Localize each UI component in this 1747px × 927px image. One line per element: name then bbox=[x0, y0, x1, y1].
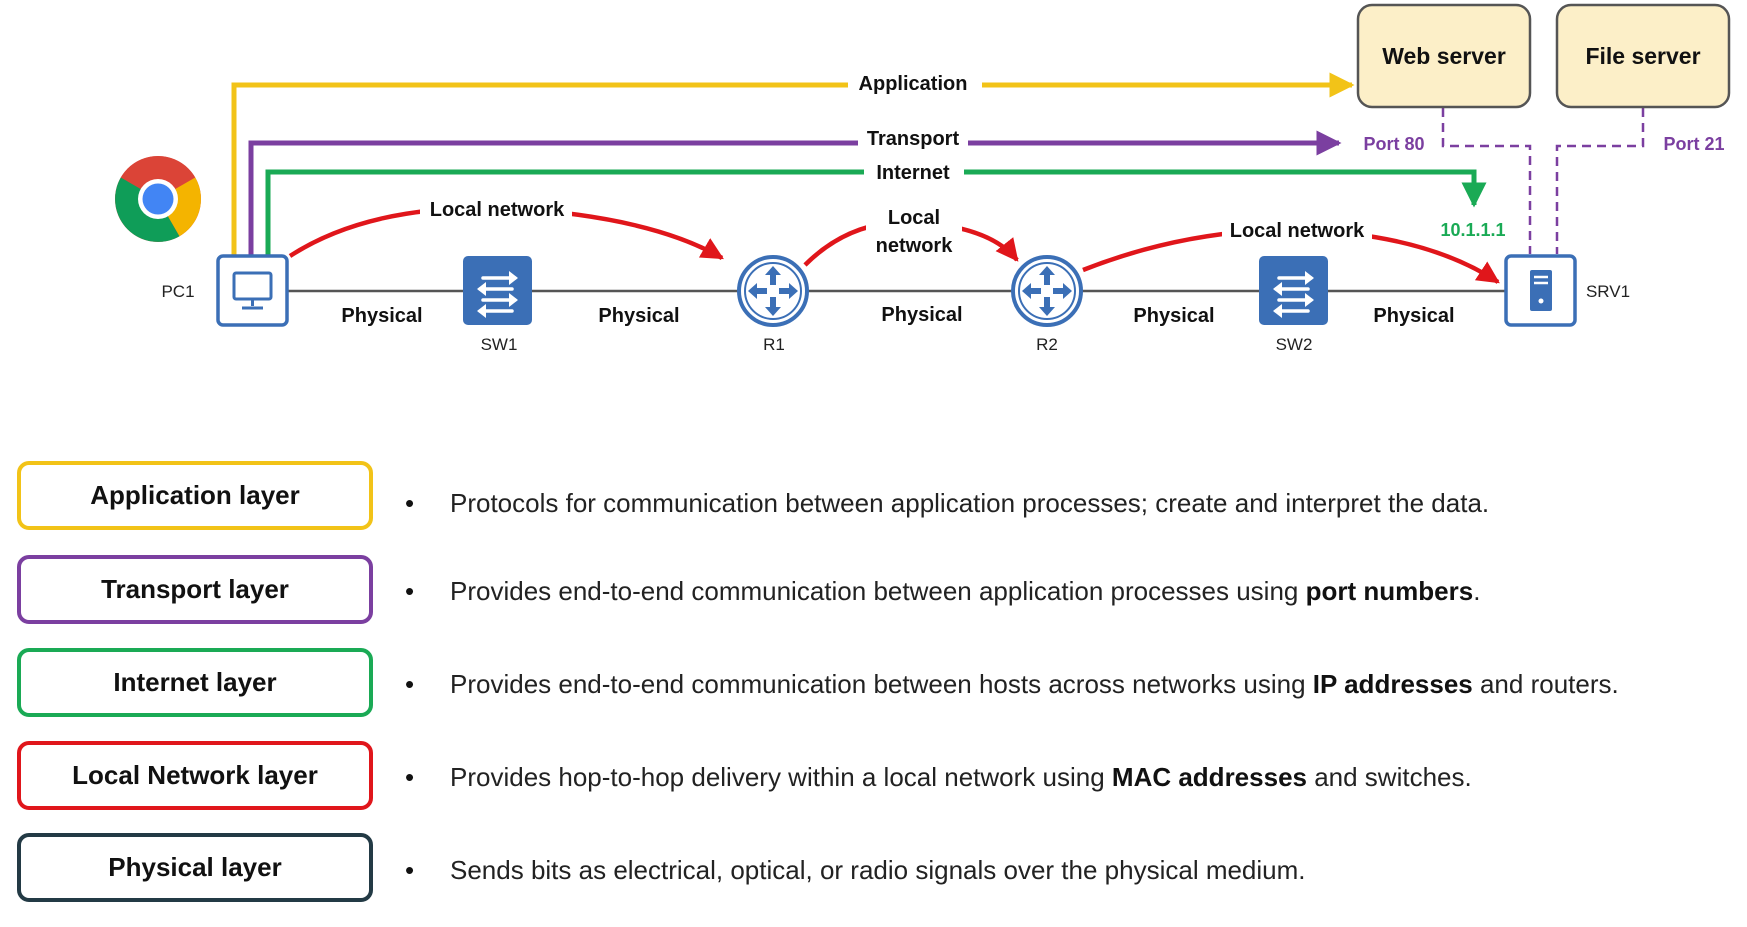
switch-icon[interactable] bbox=[1259, 256, 1328, 325]
physical-layer-label: Physical layer bbox=[108, 852, 282, 882]
local-network-layer-box: Local Network layer bbox=[17, 741, 373, 810]
port-80-label: Port 80 bbox=[1363, 134, 1424, 154]
local-network-layer-bullet: • bbox=[405, 762, 415, 792]
r1-label: R1 bbox=[763, 335, 785, 354]
pc1-label: PC1 bbox=[161, 282, 194, 301]
r2-label: R2 bbox=[1036, 335, 1058, 354]
local-network-arrow-2-label-line2: network bbox=[876, 235, 954, 257]
switch-icon[interactable] bbox=[463, 256, 532, 325]
physical-link-label-5: Physical bbox=[1373, 305, 1454, 327]
application-layer-label: Application layer bbox=[90, 480, 300, 510]
server-icon[interactable] bbox=[1504, 254, 1577, 327]
transport-arrow-label: Transport bbox=[867, 128, 960, 150]
physical-layer-box: Physical layer bbox=[17, 833, 373, 902]
port-80-connector bbox=[1441, 108, 1532, 254]
internet-layer-label: Internet layer bbox=[113, 667, 277, 697]
physical-layer-bullet: • bbox=[405, 855, 415, 885]
transport-layer-label: Transport layer bbox=[101, 574, 289, 604]
local-network-layer-label: Local Network layer bbox=[72, 760, 318, 790]
ip-address-label: 10.1.1.1 bbox=[1440, 220, 1505, 240]
physical-link-label-2: Physical bbox=[598, 305, 679, 327]
srv1-label: SRV1 bbox=[1586, 282, 1630, 301]
internet-layer-bullet: • bbox=[405, 669, 415, 699]
internet-layer-description: Provides end-to-end communication betwee… bbox=[450, 669, 1619, 699]
router-icon[interactable] bbox=[1011, 255, 1083, 327]
physical-link-label-1: Physical bbox=[341, 305, 422, 327]
router-icon[interactable] bbox=[737, 255, 809, 327]
internet-arrow-label: Internet bbox=[876, 162, 950, 184]
port-21-label: Port 21 bbox=[1663, 134, 1724, 154]
local-network-arrow-1-label: Local network bbox=[430, 199, 565, 221]
network-diagram: Application Transport Internet Local net… bbox=[115, 3, 1731, 354]
physical-layer-description: Sends bits as electrical, optical, or ra… bbox=[450, 855, 1306, 885]
local-network-layer-description: Provides hop-to-hop delivery within a lo… bbox=[450, 762, 1472, 792]
transport-layer-bullet: • bbox=[405, 576, 415, 606]
web-server-label: Web server bbox=[1382, 43, 1506, 69]
transport-arrow bbox=[248, 130, 1342, 256]
web-server-box[interactable]: Web server bbox=[1356, 3, 1532, 109]
file-server-box[interactable]: File server bbox=[1555, 3, 1731, 109]
application-arrow-label: Application bbox=[859, 73, 968, 95]
port-21-connector bbox=[1555, 108, 1645, 254]
physical-link-label-3: Physical bbox=[881, 304, 962, 326]
sw1-label: SW1 bbox=[481, 335, 518, 354]
internet-layer-box: Internet layer bbox=[17, 648, 373, 717]
chrome-browser-icon bbox=[115, 156, 201, 242]
application-layer-box: Application layer bbox=[17, 461, 373, 530]
physical-link-label-4: Physical bbox=[1133, 305, 1214, 327]
pc-icon[interactable] bbox=[216, 254, 289, 327]
sw2-label: SW2 bbox=[1276, 335, 1313, 354]
file-server-label: File server bbox=[1585, 43, 1700, 69]
application-layer-bullet: • bbox=[405, 488, 415, 518]
local-network-arrow-3-label: Local network bbox=[1230, 220, 1365, 242]
transport-layer-box: Transport layer bbox=[17, 555, 373, 624]
local-network-arrow-2-label-line1: Local bbox=[888, 207, 940, 229]
transport-layer-description: Provides end-to-end communication betwee… bbox=[450, 576, 1481, 606]
application-layer-description: Protocols for communication between appl… bbox=[450, 488, 1490, 518]
